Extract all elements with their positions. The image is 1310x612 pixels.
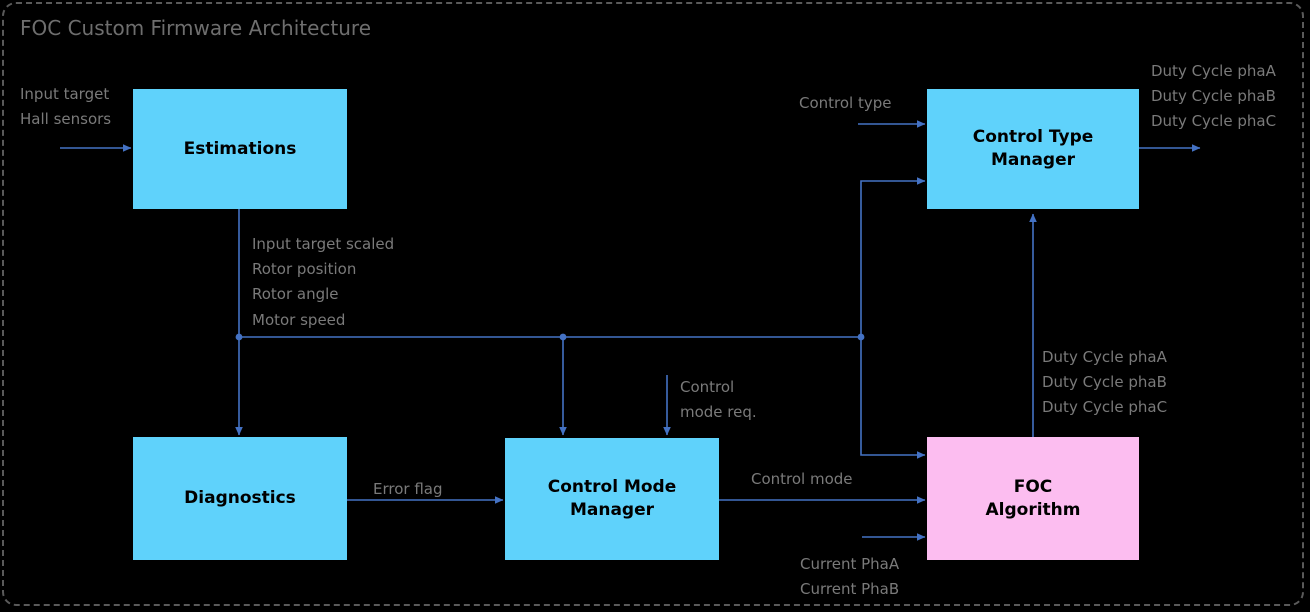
label-control-mode: Control mode — [751, 470, 853, 488]
label-input-to-estimations: Input target Hall sensors — [20, 85, 112, 129]
label-duty-cycle-output: Duty Cycle phaA Duty Cycle phaB Duty Cyc… — [1151, 62, 1277, 131]
junction-dot-control-mode — [559, 333, 567, 341]
block-estimations[interactable]: Estimations — [133, 89, 347, 209]
block-control-mode-manager[interactable]: Control Mode Manager — [505, 438, 719, 560]
block-control-type-manager-label: Control Type Manager — [972, 127, 1094, 170]
block-diagnostics-label: Diagnostics — [184, 488, 296, 509]
label-control-mode-req: Control mode req. — [680, 378, 757, 422]
block-control-type-manager[interactable]: Control Type Manager — [927, 89, 1139, 209]
junction-dot-estimations — [235, 333, 243, 341]
label-control-type-input: Control type — [799, 94, 892, 112]
wire-bus-to-control-type-manager — [860, 177, 926, 337]
label-duty-cycle-feedback: Duty Cycle phaA Duty Cycle phaB Duty Cyc… — [1042, 348, 1168, 417]
junction-dot-right-branch — [857, 333, 865, 341]
label-estimations-bus: Input target scaled Rotor position Rotor… — [252, 235, 395, 329]
block-foc-algorithm-label: FOC Algorithm — [985, 476, 1081, 520]
label-current-phases: Current PhaA Current PhaB — [800, 555, 900, 599]
block-foc-algorithm[interactable]: FOC Algorithm — [927, 437, 1139, 560]
wire-bus-to-foc-algorithm — [860, 337, 926, 459]
block-estimations-label: Estimations — [183, 138, 297, 159]
page-title: FOC Custom Firmware Architecture — [20, 16, 372, 40]
block-diagnostics[interactable]: Diagnostics — [133, 437, 347, 560]
block-control-mode-manager-label: Control Mode Manager — [547, 477, 677, 520]
label-error-flag: Error flag — [373, 480, 443, 498]
